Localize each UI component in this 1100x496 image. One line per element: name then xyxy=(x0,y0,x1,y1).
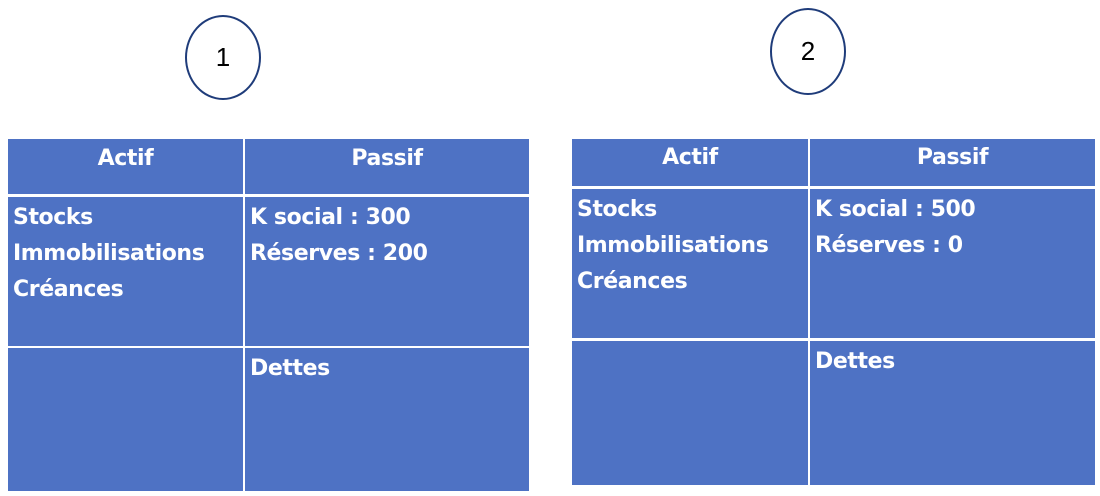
actif-cell: Stocks Immobilisations Créances xyxy=(572,189,808,338)
passif-item: K social : 500 xyxy=(815,197,976,222)
actif-header: Actif xyxy=(8,139,243,194)
passif-capital-cell: K social : 500 Réserves : 0 xyxy=(810,189,1095,338)
passif-header: Passif xyxy=(245,139,529,194)
actif-cell: Stocks Immobilisations Créances xyxy=(8,197,243,346)
dettes-cell: Dettes xyxy=(245,348,529,491)
actif-item: Créances xyxy=(13,277,124,302)
passif-capital-cell: K social : 300 Réserves : 200 xyxy=(245,197,529,346)
passif-item: Réserves : 0 xyxy=(815,233,963,258)
scenario-badge-2: 2 xyxy=(770,8,846,95)
actif-empty-cell xyxy=(572,341,808,485)
passif-header: Passif xyxy=(810,139,1095,186)
actif-item: Stocks xyxy=(13,205,93,230)
actif-item: Stocks xyxy=(577,197,657,222)
actif-item: Immobilisations xyxy=(577,233,769,258)
scenario-number: 2 xyxy=(800,36,816,66)
actif-item: Créances xyxy=(577,269,688,294)
dettes-label: Dettes xyxy=(815,349,895,374)
scenario-number: 1 xyxy=(215,42,231,72)
actif-empty-cell xyxy=(8,348,243,491)
dettes-label: Dettes xyxy=(250,356,330,381)
scenario-badge-1: 1 xyxy=(185,15,261,100)
actif-item: Immobilisations xyxy=(13,241,205,266)
dettes-cell: Dettes xyxy=(810,341,1095,485)
actif-header: Actif xyxy=(572,139,808,186)
passif-item: K social : 300 xyxy=(250,205,411,230)
passif-item: Réserves : 200 xyxy=(250,241,428,266)
